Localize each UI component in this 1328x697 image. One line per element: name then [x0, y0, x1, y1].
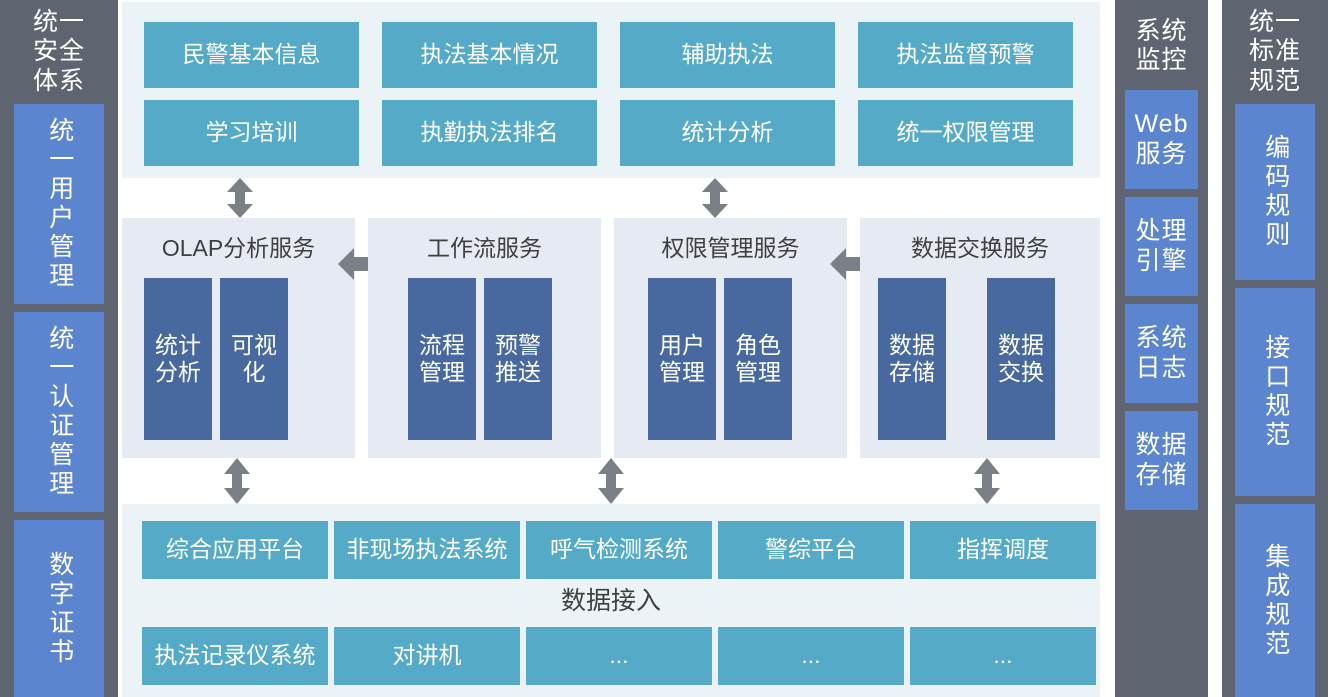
- right-rail-standard-item-coding-rules[interactable]: 编码规则: [1235, 104, 1315, 280]
- app-tile-statistical-analysis[interactable]: 统计分析: [620, 100, 835, 166]
- data-tile-police-comprehensive-platform[interactable]: 警综平台: [718, 521, 904, 579]
- left-rail-title: 统一 安全 体系: [0, 4, 118, 100]
- data-tile-placeholder-2[interactable]: ...: [718, 627, 904, 685]
- service-panel-data-exchange: 数据交换服务 数据 存储 数据 交换: [860, 218, 1100, 458]
- service-box-role-management-line-2: 管理: [735, 359, 781, 385]
- right-rail-monitor-item-system-log-line-1: 系统: [1135, 324, 1188, 352]
- service-box-user-management[interactable]: 用户 管理: [648, 278, 716, 440]
- app-tile-enforcement-supervision-alert[interactable]: 执法监督预警: [858, 22, 1073, 88]
- arrow-olap-to-data: [222, 458, 252, 504]
- left-rail-title-line-3: 体系: [32, 66, 85, 95]
- right-rail-monitor-item-web-service[interactable]: Web 服务: [1125, 90, 1198, 189]
- service-box-statistical-analysis-line-1: 统计: [155, 331, 201, 358]
- service-box-data-exchange-line-2: 交换: [998, 359, 1044, 385]
- service-box-user-management-line-1: 用户: [659, 331, 705, 358]
- service-box-data-storage-line-2: 存储: [889, 359, 935, 385]
- service-box-alert-push-line-1: 预警: [495, 331, 541, 358]
- right-rail-monitor-title-line-2: 监控: [1135, 46, 1188, 74]
- left-rail-item-unified-auth-management[interactable]: 统一认证管理: [14, 312, 104, 512]
- right-rail-monitor-item-web-service-line-2: 服务: [1135, 139, 1188, 168]
- service-box-statistical-analysis-line-2: 分析: [155, 359, 201, 385]
- right-rail-standard-title-line-1: 统一: [1248, 7, 1301, 36]
- app-tile-unified-permission-management[interactable]: 统一权限管理: [858, 100, 1073, 166]
- arrow-app-to-permission: [700, 178, 730, 218]
- service-panel-olap: OLAP分析服务 统计 分析 可视化: [122, 218, 355, 458]
- application-layer-panel: 民警基本信息 执法基本情况 辅助执法 执法监督预警 学习培训 执勤执法排名 统计…: [122, 2, 1100, 178]
- service-panel-data-exchange-title: 数据交换服务: [911, 235, 1049, 262]
- left-rail-title-line-2: 安全: [32, 37, 85, 66]
- data-tile-walkie-talkie[interactable]: 对讲机: [334, 627, 520, 685]
- data-tile-integrated-application-platform[interactable]: 综合应用平台: [142, 521, 328, 579]
- service-box-data-exchange[interactable]: 数据 交换: [987, 278, 1055, 440]
- service-box-statistical-analysis[interactable]: 统计 分析: [144, 278, 212, 440]
- service-box-alert-push-line-2: 推送: [495, 359, 541, 385]
- service-box-alert-push[interactable]: 预警 推送: [484, 278, 552, 440]
- service-box-role-management[interactable]: 角色 管理: [724, 278, 792, 440]
- service-box-user-management-line-2: 管理: [659, 359, 705, 385]
- left-rail-item-unified-user-management[interactable]: 统一用户管理: [14, 104, 104, 304]
- service-box-data-storage[interactable]: 数据 存储: [878, 278, 946, 440]
- service-box-visualization-line-1: 可视化: [231, 331, 277, 385]
- service-panel-workflow-title: 工作流服务: [427, 235, 542, 262]
- data-access-layer-panel: 综合应用平台 非现场执法系统 呼气检测系统 警综平台 指挥调度 数据接入 执法记…: [122, 504, 1100, 697]
- service-box-role-management-line-1: 角色: [735, 331, 781, 358]
- right-rail-monitor-title-line-1: 系统: [1135, 16, 1188, 45]
- app-tile-enforcement-basic-status[interactable]: 执法基本情况: [382, 22, 597, 88]
- right-rail-monitor-item-system-log[interactable]: 系统 日志: [1125, 304, 1198, 403]
- service-box-data-storage-line-1: 数据: [889, 331, 935, 358]
- left-rail-item-digital-certificate[interactable]: 数字证书: [14, 520, 104, 697]
- data-tile-placeholder-1[interactable]: ...: [526, 627, 712, 685]
- arrow-exchange-to-data: [972, 458, 1002, 504]
- data-tile-law-enforcement-recorder-system[interactable]: 执法记录仪系统: [142, 627, 328, 685]
- service-box-process-management-line-2: 管理: [419, 359, 465, 385]
- right-rail-monitor-item-data-storage[interactable]: 数据 存储: [1125, 411, 1198, 510]
- arrow-workflow-to-data: [596, 458, 626, 504]
- app-tile-minjing-basic-info[interactable]: 民警基本信息: [144, 22, 359, 88]
- service-panel-permission: 权限管理服务 用户 管理 角色 管理: [614, 218, 847, 458]
- service-panel-workflow: 工作流服务 流程 管理 预警 推送: [368, 218, 601, 458]
- right-rail-monitor-item-processing-engine-line-2: 引擎: [1135, 246, 1188, 275]
- right-rail-monitor-item-system-log-line-2: 日志: [1135, 353, 1188, 382]
- right-rail-system-monitoring: 系统 监控 Web 服务 处理 引擎 系统 日志 数据 存储: [1115, 0, 1208, 697]
- right-rail-standard-title-line-3: 规范: [1248, 66, 1301, 95]
- data-tile-placeholder-3[interactable]: ...: [910, 627, 1096, 685]
- data-tile-command-dispatch[interactable]: 指挥调度: [910, 521, 1096, 579]
- app-tile-duty-enforcement-ranking[interactable]: 执勤执法排名: [382, 100, 597, 166]
- data-tile-non-scene-enforcement-system[interactable]: 非现场执法系统: [334, 521, 520, 579]
- service-box-visualization[interactable]: 可视化: [220, 278, 288, 440]
- right-rail-monitor-item-data-storage-line-2: 存储: [1135, 460, 1188, 489]
- right-rail-unified-standards: 统一 标准 规范 编码规则 接口规范 集成规范: [1222, 0, 1328, 697]
- right-rail-monitor-item-data-storage-line-1: 数据: [1135, 431, 1188, 459]
- data-access-center-label: 数据接入: [560, 587, 661, 616]
- right-rail-standard-item-integration-spec[interactable]: 集成规范: [1235, 504, 1315, 697]
- service-panel-permission-title: 权限管理服务: [661, 235, 800, 262]
- right-rail-monitor-item-processing-engine[interactable]: 处理 引擎: [1125, 197, 1198, 296]
- right-rail-standard-title: 统一 标准 规范: [1222, 4, 1328, 100]
- right-rail-standard-item-interface-spec[interactable]: 接口规范: [1235, 288, 1315, 496]
- service-panel-olap-title: OLAP分析服务: [161, 235, 316, 262]
- app-tile-study-training[interactable]: 学习培训: [144, 100, 359, 166]
- service-box-data-exchange-line-1: 数据: [998, 331, 1044, 358]
- right-rail-monitor-title: 系统 监控: [1115, 8, 1208, 84]
- left-rail-title-line-1: 统一: [32, 7, 85, 36]
- data-tile-breath-test-system[interactable]: 呼气检测系统: [526, 521, 712, 579]
- right-rail-monitor-item-web-service-line-1: Web: [1134, 110, 1189, 138]
- right-rail-monitor-item-processing-engine-line-1: 处理: [1135, 217, 1188, 245]
- service-box-process-management-line-1: 流程: [419, 331, 465, 358]
- service-box-process-management[interactable]: 流程 管理: [408, 278, 476, 440]
- arrow-app-to-olap: [225, 178, 255, 218]
- app-tile-assisted-enforcement[interactable]: 辅助执法: [620, 22, 835, 88]
- left-rail-unified-security: 统一 安全 体系 统一用户管理 统一认证管理 数字证书: [0, 0, 118, 697]
- right-rail-standard-title-line-2: 标准: [1248, 37, 1301, 66]
